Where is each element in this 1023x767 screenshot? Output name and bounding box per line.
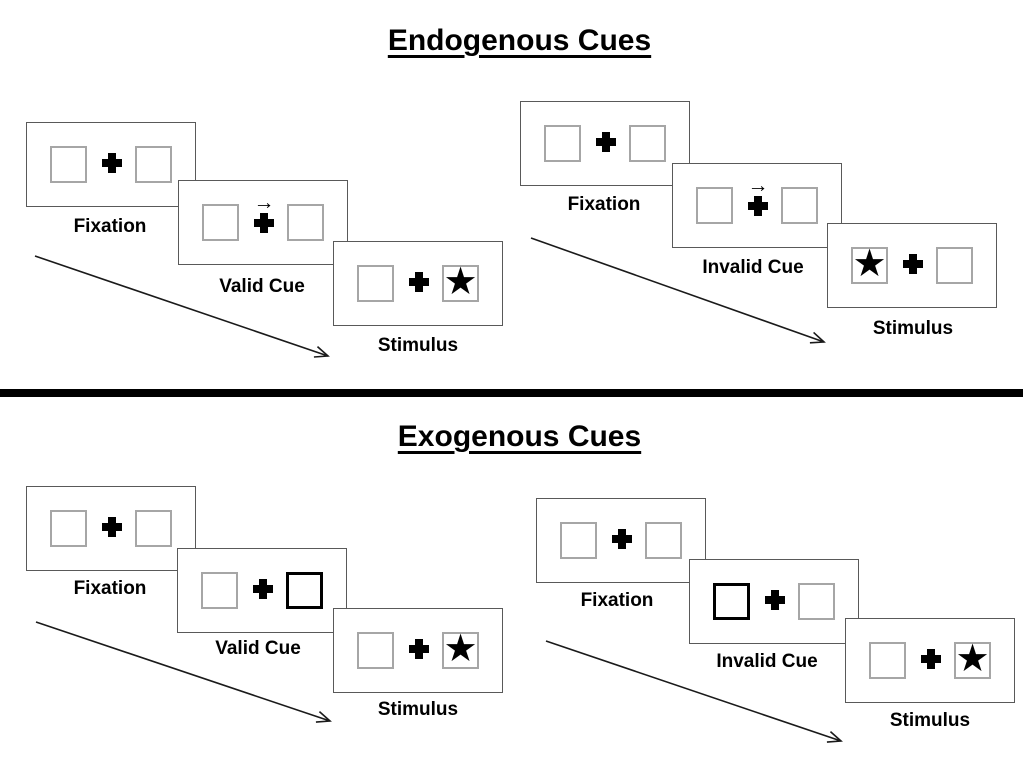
placeholder-box-right	[135, 510, 172, 547]
fixation-cross-icon	[409, 639, 429, 659]
placeholder-box-left	[202, 204, 239, 241]
placeholder-box-left: ★	[851, 243, 888, 285]
panel-label: Fixation	[580, 590, 654, 611]
placeholder-box-left	[544, 125, 581, 162]
timeline-arrow-exogenous-invalid	[545, 640, 843, 743]
fixation-cross-icon	[921, 649, 941, 669]
panel-fixation	[26, 486, 196, 571]
placeholder-box-right	[629, 125, 666, 162]
panel-stimulus: ★	[333, 608, 503, 693]
panel-label: Stimulus	[872, 318, 954, 339]
placeholder-box-right	[645, 522, 682, 559]
panel-label: Fixation	[73, 578, 147, 599]
placeholder-box-right: ★	[442, 261, 479, 303]
cue-highlight-box	[286, 572, 323, 609]
timeline-arrow-exogenous-valid	[35, 621, 332, 723]
placeholder-box-left	[869, 642, 906, 679]
panel-label: Stimulus	[377, 335, 459, 356]
placeholder-box-left	[696, 187, 733, 224]
placeholder-box-left	[50, 510, 87, 547]
panel-label: Invalid Cue	[716, 651, 818, 672]
placeholder-box-right	[798, 583, 835, 620]
placeholder-box-left	[357, 265, 394, 302]
fixation-cross-icon	[253, 579, 273, 599]
fixation-cross-icon	[903, 254, 923, 274]
panel-stimulus: ★	[845, 618, 1015, 703]
panel-stimulus: ★	[827, 223, 997, 308]
cue-arrow-icon: →	[253, 191, 275, 214]
panel-label: Stimulus	[377, 699, 459, 720]
panel-label: Fixation	[73, 216, 147, 237]
section-divider	[0, 389, 1023, 397]
panel-label: Invalid Cue	[702, 257, 804, 278]
panel-fixation	[520, 101, 690, 186]
panel-label: Fixation	[567, 194, 641, 215]
panel-valid-cue: →	[178, 180, 348, 265]
placeholder-box-right	[135, 146, 172, 183]
star-icon: ★	[955, 638, 990, 680]
placeholder-box-right	[781, 187, 818, 224]
fixation-cross-icon	[596, 132, 616, 152]
fixation-cross-icon	[748, 196, 768, 216]
placeholder-box-left	[201, 572, 238, 609]
panel-invalid-cue	[689, 559, 859, 644]
placeholder-box-right	[287, 204, 324, 241]
fixation-cross-icon	[612, 529, 632, 549]
cue-arrow-icon: →	[747, 174, 769, 197]
timeline-arrow-endogenous-invalid	[530, 237, 826, 344]
section-title-exogenous: Exogenous Cues	[397, 420, 642, 453]
timeline-arrow-endogenous-valid	[34, 255, 330, 358]
panel-fixation	[536, 498, 706, 583]
panel-label: Valid Cue	[215, 638, 301, 659]
panel-label: Valid Cue	[219, 276, 305, 297]
panel-valid-cue	[177, 548, 347, 633]
fixation-cross-icon	[765, 590, 785, 610]
star-icon: ★	[852, 243, 887, 285]
star-icon: ★	[443, 628, 478, 670]
fixation-cross-icon	[409, 272, 429, 292]
placeholder-box-left	[560, 522, 597, 559]
placeholder-box-right: ★	[442, 628, 479, 670]
placeholder-box-right	[936, 247, 973, 284]
fixation-cross-icon	[102, 517, 122, 537]
fixation-cross-icon	[254, 213, 274, 233]
section-title-endogenous: Endogenous Cues	[387, 24, 652, 57]
placeholder-box-right: ★	[954, 638, 991, 680]
panel-fixation	[26, 122, 196, 207]
placeholder-box-left	[50, 146, 87, 183]
placeholder-box-left	[357, 632, 394, 669]
panel-stimulus: ★	[333, 241, 503, 326]
panel-invalid-cue: →	[672, 163, 842, 248]
panel-label: Stimulus	[889, 710, 971, 731]
fixation-cross-icon	[102, 153, 122, 173]
star-icon: ★	[443, 261, 478, 303]
cue-highlight-box	[713, 583, 750, 620]
